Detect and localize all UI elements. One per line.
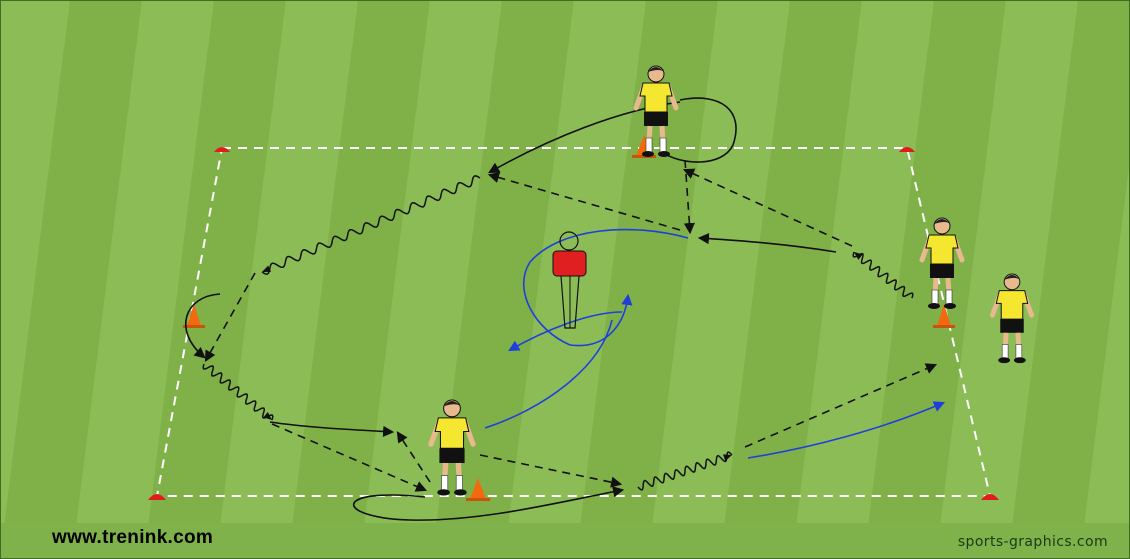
- movement-line: [484, 319, 613, 429]
- dribble-line: [852, 251, 914, 299]
- orange-cone: [466, 478, 490, 501]
- corner-marker-cone: [981, 494, 999, 500]
- grass-stripe: [288, 0, 430, 559]
- pass-line: [487, 172, 681, 231]
- pass-line: [682, 168, 853, 247]
- run-line: [661, 97, 737, 163]
- player: [428, 399, 476, 496]
- run-line: [269, 421, 395, 438]
- pass-line: [396, 431, 431, 483]
- dribble-arrowhead: [854, 252, 863, 260]
- dribble-lines: [202, 175, 914, 491]
- dribble-arrowhead: [263, 412, 272, 420]
- movement-lines: [484, 228, 946, 459]
- pass-line: [744, 363, 938, 448]
- dribble-line: [637, 451, 733, 491]
- player: [633, 65, 679, 157]
- dribble-line: [261, 175, 481, 275]
- footer-strip: [0, 523, 1130, 559]
- run-line: [185, 293, 221, 359]
- dribble-arrowhead: [723, 454, 732, 461]
- corner-markers: [148, 147, 999, 500]
- corner-marker-cone: [899, 147, 915, 152]
- watermark-left[interactable]: www.trenink.com: [52, 527, 214, 548]
- dribble-line: [202, 363, 274, 421]
- corner-marker-cone: [148, 494, 166, 500]
- orange-cone: [933, 304, 955, 328]
- pass-line: [479, 454, 623, 488]
- movement-line: [747, 401, 946, 459]
- grass-stripe: [144, 0, 286, 559]
- grass-stripe: [1008, 0, 1130, 559]
- player: [989, 273, 1035, 364]
- player: [919, 217, 965, 309]
- grass-stripe: [576, 0, 718, 559]
- grass-stripe: [0, 0, 142, 559]
- pass-lines: [204, 159, 938, 492]
- pass-line: [204, 272, 256, 362]
- corner-marker-cone: [214, 147, 230, 152]
- defender-mannequin: [552, 231, 587, 329]
- run-line: [697, 233, 837, 253]
- watermark-right: sports-graphics.com: [957, 534, 1108, 550]
- orange-cone: [183, 304, 205, 328]
- dribble-arrowhead: [262, 265, 271, 272]
- pass-line: [683, 159, 695, 235]
- run-line: [352, 486, 625, 521]
- players: [428, 65, 1035, 496]
- dribble-arrowheads: [262, 252, 863, 461]
- grass-stripe: [432, 0, 574, 559]
- grass-stripe: [720, 0, 862, 559]
- movement-line: [508, 311, 623, 352]
- movement-line: [523, 228, 689, 347]
